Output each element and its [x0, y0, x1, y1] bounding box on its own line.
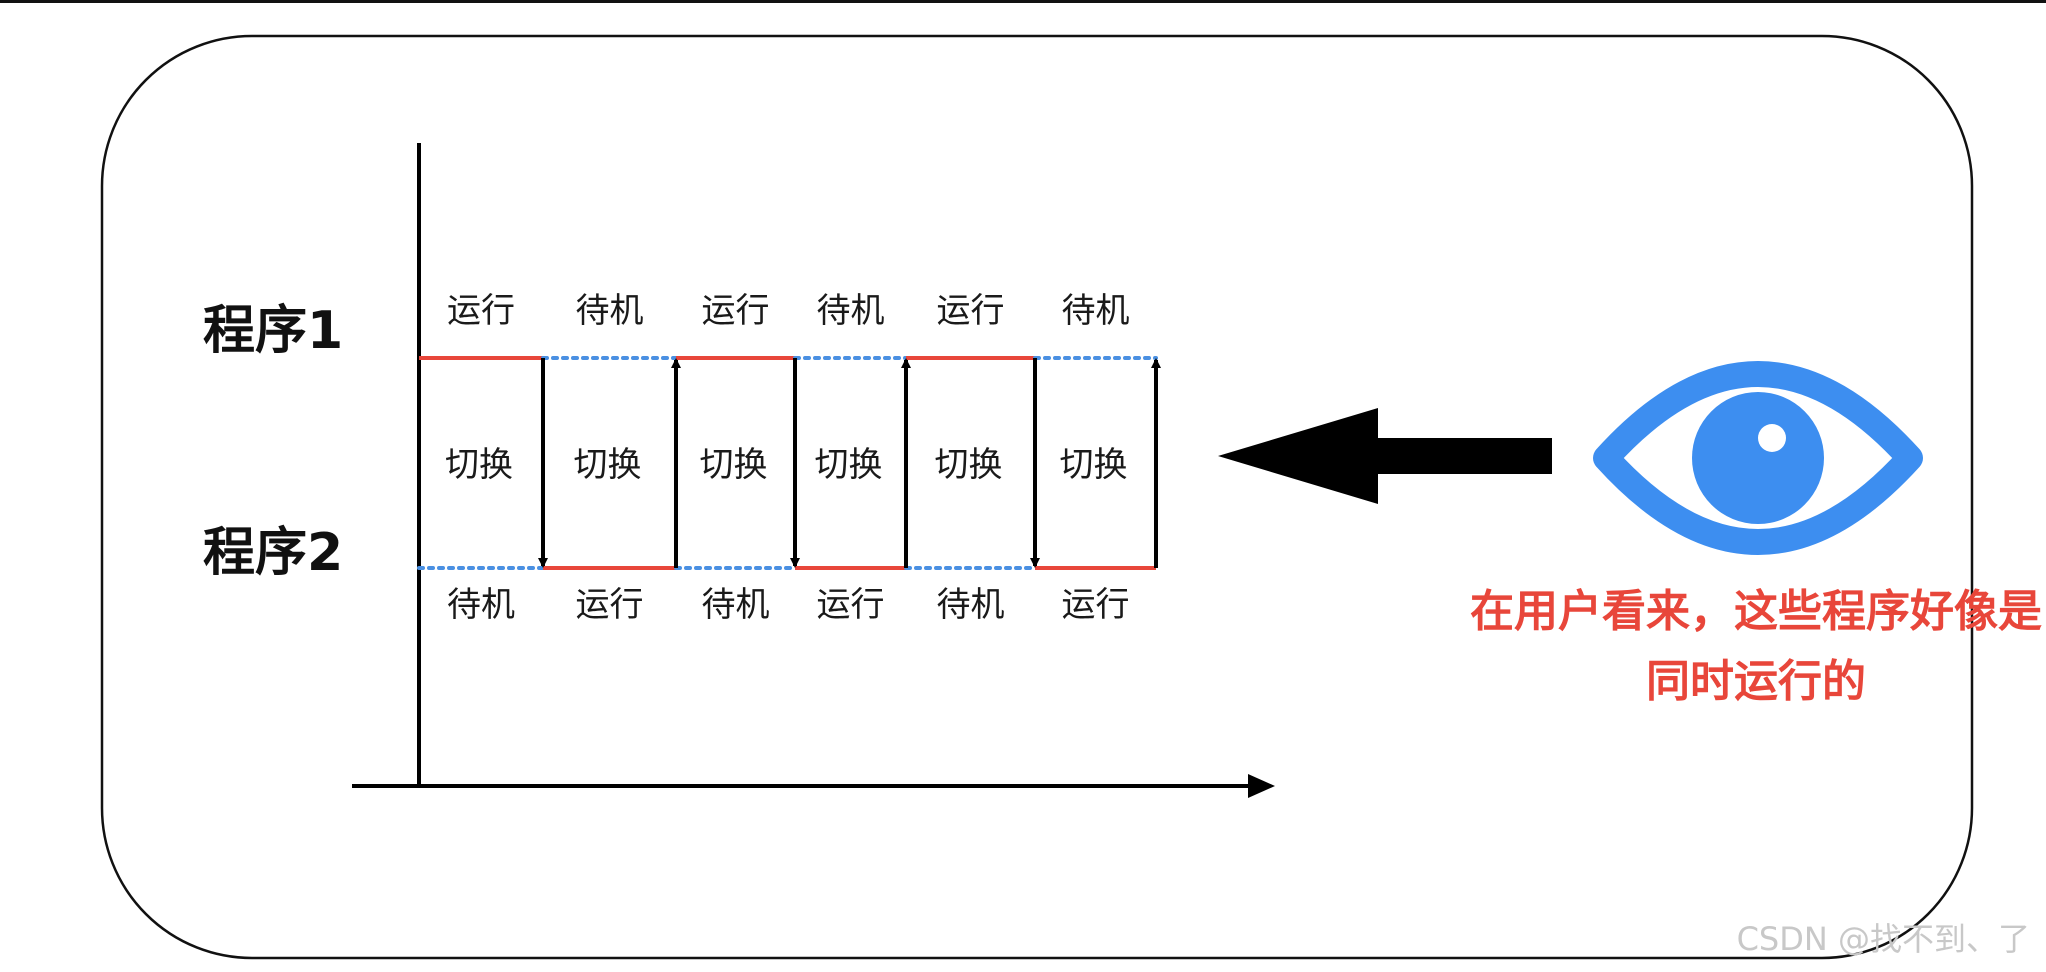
program-2-state-label: 待机 [937, 585, 1005, 625]
program-1-state-label: 运行 [937, 291, 1005, 331]
x-axis-arrowhead [1248, 774, 1275, 798]
program-2-label: 程序2 [203, 523, 343, 583]
switch-labels: 切换 切换 切换 切换 切换 切换 [445, 445, 1128, 485]
watermark: CSDN @找不到、了 [1737, 920, 2030, 958]
program-2-state-label: 待机 [447, 585, 515, 625]
switch-label: 切换 [935, 445, 1003, 485]
program-2-state-label: 运行 [1062, 585, 1130, 625]
program-2-state-labels: 待机 运行 待机 运行 待机 运行 [447, 585, 1130, 625]
switch-label: 切换 [700, 445, 768, 485]
program-1-state-label: 待机 [817, 291, 885, 331]
program-2-state-label: 运行 [576, 585, 644, 625]
program-1-state-label: 待机 [576, 291, 644, 331]
program-2-state-label: 待机 [702, 585, 770, 625]
program-1-state-labels: 运行 待机 运行 待机 运行 待机 [447, 291, 1130, 331]
eye-icon [1593, 361, 1923, 555]
left-arrow-icon [1218, 408, 1552, 504]
note-line-2: 同时运行的 [1646, 656, 1866, 707]
rounded-frame [100, 34, 1974, 960]
switch-arrows [538, 358, 1161, 568]
switch-label: 切换 [815, 445, 883, 485]
switch-label: 切换 [574, 445, 642, 485]
program-1-state-label: 待机 [1062, 291, 1130, 331]
program-1-state-label: 运行 [702, 291, 770, 331]
switch-label: 切换 [1060, 445, 1128, 485]
top-border [0, 0, 2046, 3]
program-2-state-label: 运行 [817, 585, 885, 625]
switch-label: 切换 [445, 445, 513, 485]
program-1-state-label: 运行 [447, 291, 515, 331]
program-1-label: 程序1 [203, 301, 343, 361]
note-line-1: 在用户看来，这些程序好像是 [1470, 586, 2042, 637]
